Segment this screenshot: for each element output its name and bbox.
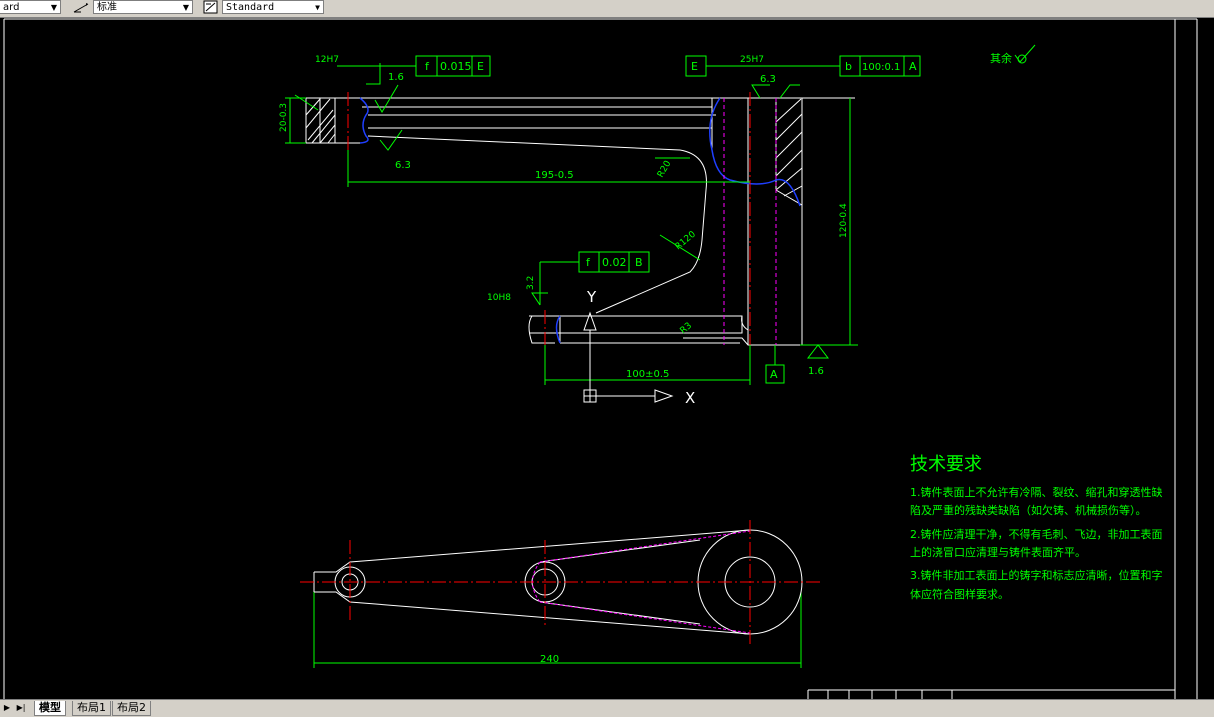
- datum-a-label: A: [770, 368, 778, 381]
- gdt3-sym: b: [845, 60, 852, 73]
- front-view: [305, 92, 855, 350]
- text-style-combo[interactable]: Standard ▼: [222, 0, 324, 14]
- break-line: [359, 97, 801, 344]
- gdt2-tol: 0.02: [602, 256, 627, 269]
- radius-r3-label: R3: [679, 321, 695, 336]
- hidden-line: [723, 98, 777, 345]
- gdt1-tol: 0.015: [440, 60, 472, 73]
- tab-layout1[interactable]: 布局1: [72, 701, 111, 716]
- note-1b: 陷及严重的残缺类缺陷（如欠铸、机械损伤等）。: [910, 503, 1147, 517]
- dimensions: [285, 44, 1036, 668]
- drawing-canvas[interactable]: f 0.015 E f 0.02 B b 100:0.1 A E A 12H7 …: [0, 17, 1214, 699]
- datum-e-label: E: [691, 60, 698, 73]
- radius-r120-label: R120: [674, 229, 699, 252]
- chevron-down-icon: ▼: [182, 3, 189, 12]
- center-line: [300, 520, 820, 645]
- gdt3-datum: A: [909, 60, 917, 73]
- gdt1-sym: f: [425, 60, 430, 73]
- styles-toolbar: ard ▼ 标准 ▼ Standard ▼: [0, 0, 1214, 18]
- tab-layout2-label: 布局2: [117, 701, 146, 714]
- bore-25h7-label: 25H7: [740, 55, 764, 65]
- roughness-top-label: 1.6: [388, 72, 404, 83]
- tab-model-label: 模型: [39, 701, 61, 714]
- dimension-style-value: 标准: [97, 2, 117, 13]
- note-2a: 2.铸件应清理干净，不得有毛刺、飞边，非加工表面: [910, 527, 1163, 541]
- roughness-boss-label: 3.2: [526, 276, 536, 290]
- bore-10h8-label: 10H8: [487, 293, 511, 303]
- drawing-border: [3, 18, 1198, 699]
- section-hatch: [305, 97, 803, 206]
- note-3b: 体应符合图样要求。: [910, 587, 1009, 601]
- chevron-down-icon: ▼: [315, 3, 320, 12]
- layer-combo-value: ard: [3, 2, 20, 13]
- note-1a: 1.铸件表面上不允许有冷隔、裂纹、缩孔和穿透性缺: [910, 485, 1163, 499]
- other-surfaces-label: 其余: [990, 51, 1012, 65]
- dim-240-label: 240: [540, 654, 559, 665]
- roughness-base-label: 1.6: [808, 366, 824, 377]
- ucs-x-label: X: [685, 389, 695, 407]
- radius-r20-label: R20: [656, 159, 674, 180]
- text-style-value: Standard: [226, 2, 275, 13]
- dim-100-label: 100±0.5: [626, 369, 669, 380]
- scroll-tab-last-icon[interactable]: ▶|: [16, 703, 26, 712]
- layer-combo[interactable]: ard ▼: [0, 0, 61, 14]
- text-style-icon[interactable]: [202, 0, 220, 14]
- note-2b: 上的浇冒口应清理与铸件表面齐平。: [910, 545, 1086, 559]
- notes-title: 技术要求: [910, 454, 982, 475]
- layout-tab-bar: ▶ ▶| 模型 布局1 布局2: [0, 699, 1214, 717]
- dimension-style-icon[interactable]: [72, 0, 90, 14]
- gdt3-tol: 100:0.1: [862, 62, 900, 73]
- dim-120-label: 120-0.4: [839, 203, 849, 238]
- tab-layout2[interactable]: 布局2: [112, 701, 151, 716]
- center-line: [347, 92, 751, 350]
- dim-195-label: 195-0.5: [535, 170, 574, 181]
- gdt2-datum: B: [635, 256, 643, 269]
- note-3a: 3.铸件非加工表面上的铸字和标志应清晰，位置和字: [910, 568, 1163, 582]
- gdt2-sym: f: [586, 256, 591, 269]
- gdt1-datum: E: [477, 60, 484, 73]
- scroll-tab-right-icon[interactable]: ▶: [3, 703, 11, 712]
- tab-layout1-label: 布局1: [77, 701, 106, 714]
- roughness-right-label: 6.3: [760, 74, 776, 85]
- ucs-icon: [583, 311, 674, 403]
- roughness-bottom-label: 6.3: [395, 160, 411, 171]
- tab-model[interactable]: 模型: [34, 701, 66, 716]
- ucs-y-label: Y: [586, 288, 597, 306]
- dimension-style-combo[interactable]: 标准 ▼: [93, 0, 193, 14]
- dim-20-label: 20-0.3: [279, 103, 289, 132]
- chevron-down-icon: ▼: [50, 3, 57, 12]
- bore-12h7-label: 12H7: [315, 55, 339, 65]
- plan-view: [300, 520, 820, 645]
